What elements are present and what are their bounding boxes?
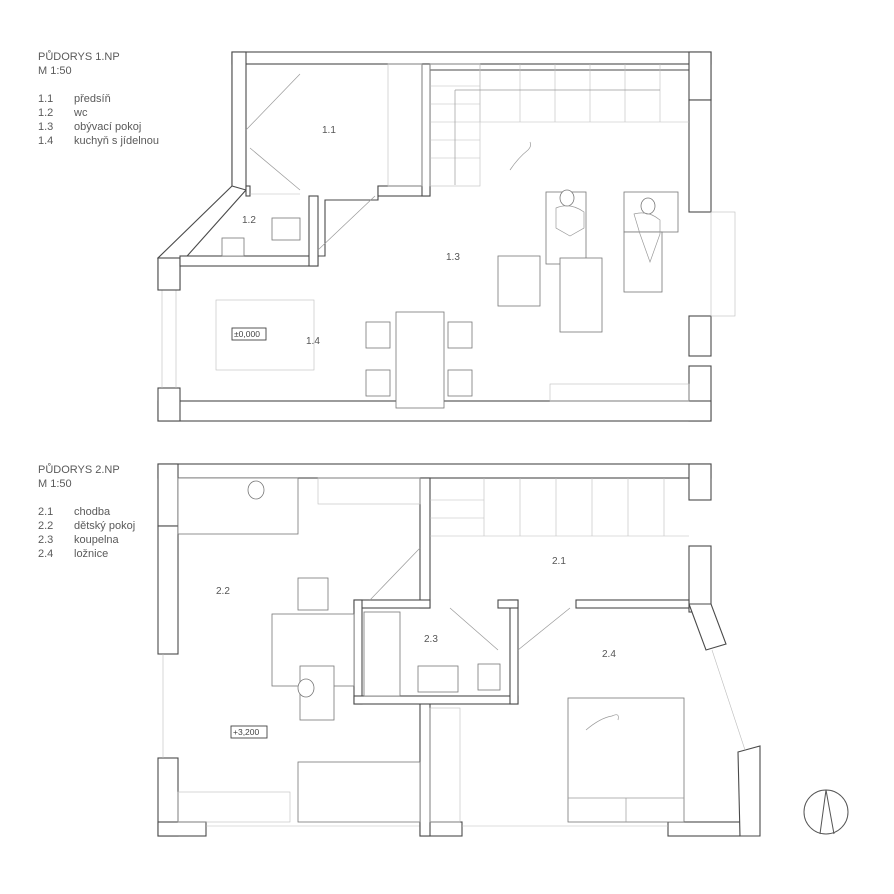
person-icon: [559, 189, 575, 207]
person-icon: [633, 212, 661, 264]
door-swing: [245, 73, 301, 131]
wall-right-2np: [737, 745, 761, 837]
desk: [177, 477, 299, 535]
wall-right-1np: [688, 99, 712, 213]
wall-right-1np: [688, 315, 712, 357]
room-label-1-3: 1.3: [446, 252, 460, 263]
wall-left-2np: [157, 463, 179, 527]
room-label-2-2: 2.2: [216, 586, 230, 597]
wall-bottom-2np: [667, 821, 741, 837]
bathtub: [363, 611, 401, 697]
wall-left-2np: [157, 525, 179, 655]
bed-kids: [297, 761, 421, 823]
room-label-2-3: 2.3: [424, 634, 438, 645]
wash-basin: [417, 665, 459, 693]
wall-partition-2np: [419, 701, 431, 837]
staircase-2np: [430, 478, 689, 537]
person-icon: [297, 678, 315, 698]
armchair: [497, 255, 541, 307]
dining-table: [395, 311, 445, 409]
chair: [365, 369, 391, 397]
svg-text:±0,000: ±0,000: [234, 329, 260, 339]
chair: [365, 321, 391, 349]
window-right-2np: [711, 649, 746, 751]
level-mark-1np: ±0,000: [231, 327, 267, 341]
wall-top-2np: [157, 463, 712, 479]
wall-wc-1np: [179, 255, 319, 267]
wall-bathroom-2np: [353, 599, 431, 609]
cat-icon: [585, 714, 619, 731]
wall-wc-1np: [308, 195, 319, 267]
cat-icon: [509, 141, 532, 171]
person-icon: [555, 205, 585, 237]
chair: [447, 321, 473, 349]
wall-left-1np: [157, 387, 181, 422]
wall-partition-1np: [421, 63, 431, 197]
wall-right-2np: [688, 545, 712, 613]
room-label-1-1: 1.1: [322, 125, 336, 136]
wardrobe-1np: [387, 63, 423, 187]
room-label-1-4: 1.4: [306, 336, 320, 347]
window-bay-1np: [710, 211, 736, 317]
wall-right-1np: [688, 51, 712, 101]
wall-bedroom-2np: [575, 599, 690, 609]
wardrobe-2np: [429, 707, 461, 823]
wall-wc-1np: [245, 185, 251, 197]
wash-basin: [221, 237, 245, 257]
wall-right-2np: [688, 463, 712, 501]
svg-text:+3,200: +3,200: [233, 727, 260, 737]
door-swing: [449, 607, 499, 651]
wall-bathroom-2np: [497, 599, 519, 609]
wall-top-1np: [231, 51, 712, 65]
coffee-table: [559, 257, 603, 333]
wall-bottom-2np: [157, 821, 207, 837]
sideboard: [549, 383, 690, 402]
north-arrow-icon: [803, 789, 849, 835]
plan-2np: 2.1 2.2 2.3 2.4 +3,200: [157, 463, 761, 837]
chair: [297, 577, 329, 611]
door-swing: [317, 195, 376, 251]
door-swing: [369, 547, 421, 601]
door-swing: [249, 147, 301, 191]
wall-left-upper-1np: [157, 257, 181, 291]
plan-title-2np: PŮDORYS 2.NP: [38, 464, 120, 476]
wall-bathroom-2np: [353, 599, 363, 705]
staircase-1np: [429, 63, 689, 187]
wall-bathroom-2np: [509, 599, 519, 705]
kitchen-counter: [215, 299, 315, 371]
wall-partition-2np: [419, 477, 431, 609]
sofa: [623, 231, 663, 293]
person-icon: [640, 197, 656, 215]
plan-title-1np: PŮDORYS 1.NP: [38, 51, 120, 63]
plan-scale-1np: M 1:50: [38, 65, 72, 77]
shelf: [177, 791, 291, 823]
wall-predsin-1np: [231, 51, 247, 191]
plan-scale-2np: M 1:50: [38, 478, 72, 490]
room-label-2-1: 2.1: [552, 556, 566, 567]
room-label-2-4: 2.4: [602, 649, 616, 660]
wall-right-2np: [688, 603, 727, 651]
level-mark-2np: +3,200: [230, 725, 268, 739]
wall-bathroom-2np: [353, 695, 519, 705]
chair: [447, 369, 473, 397]
wc-fixture: [477, 663, 501, 691]
plan-1np: 1.1 1.2 1.3 1.4 ±0,000: [156, 51, 736, 422]
wardrobe-2np: [317, 477, 421, 505]
door-swing: [517, 607, 571, 651]
room-label-1-2: 1.2: [242, 215, 256, 226]
person-icon: [247, 480, 265, 500]
wc-fixture: [271, 217, 301, 241]
